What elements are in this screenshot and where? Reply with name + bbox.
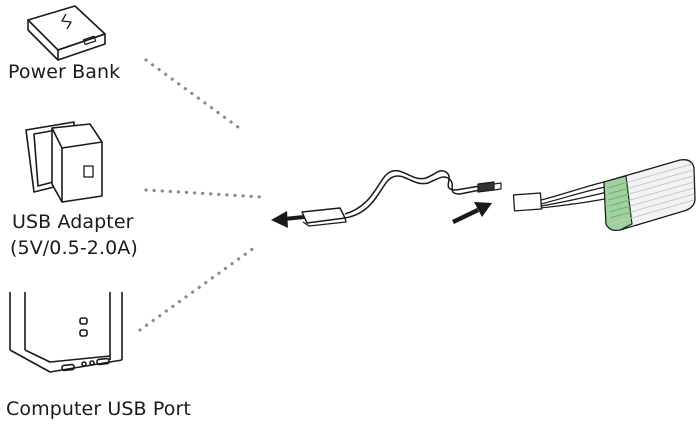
power-bank-icon xyxy=(27,5,106,61)
usb-adapter-icon xyxy=(25,121,103,203)
connect-arrow-icon xyxy=(452,202,492,225)
battery-pack-icon xyxy=(512,159,696,232)
usb-charger-cable-icon xyxy=(301,169,502,227)
power-bank-label: Power Bank xyxy=(8,61,121,83)
output-arrow-icon xyxy=(271,211,305,228)
connection-dots xyxy=(138,58,264,332)
usb-adapter-label: USB Adapter xyxy=(12,211,134,233)
computer-usb-port-label: Computer USB Port xyxy=(6,398,191,420)
usb-adapter-spec-label: (5V/0.5-2.0A) xyxy=(10,237,138,259)
computer-tower-icon xyxy=(9,292,123,373)
